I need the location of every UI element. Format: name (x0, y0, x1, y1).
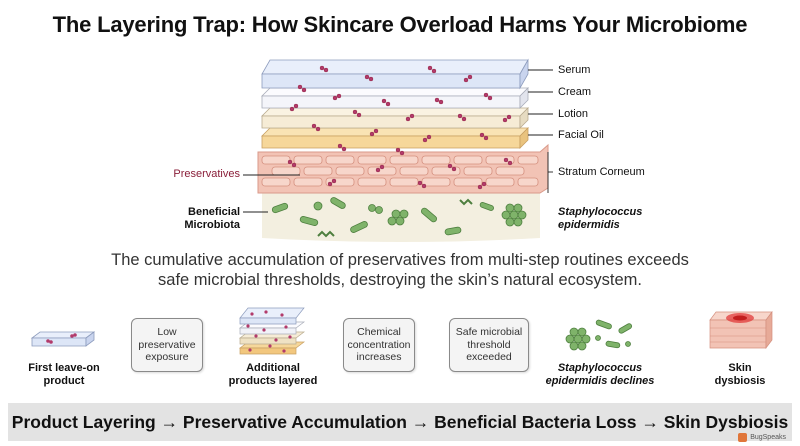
label-lotion: Lotion (558, 108, 588, 120)
step-low-exposure-line1: Low (157, 326, 177, 339)
skin-dysbiosis-icon (709, 310, 773, 350)
page-title: The Layering Trap: How Skincare Overload… (52, 12, 748, 37)
facial-oil-layer (261, 127, 529, 149)
label-cream: Cream (558, 86, 592, 98)
step-threshold-line2: threshold (467, 338, 511, 351)
bottom-banner: Product Layering → Preservative Accumula… (8, 403, 792, 441)
leader-lines (243, 69, 553, 213)
step-additional-line2: products layered (228, 375, 318, 387)
step-dysbiosis-line2: dysbiosis (714, 375, 766, 387)
brand-logo-icon (738, 433, 748, 442)
brand-mark: BugSpeaks (738, 433, 786, 442)
step-first-product-line1: First leave-on (28, 362, 100, 374)
step-low-exposure-line2: preservative (138, 338, 196, 351)
label-stratum-corneum: Stratum Corneum (558, 166, 645, 178)
step-staph-line1: Staphylococcus (557, 362, 643, 374)
bacteria-cluster-icon (565, 319, 633, 351)
label-serum: Serum (558, 64, 591, 76)
single-layer-icon (30, 331, 96, 347)
step-staph-declines: Staphylococcus epidermidis declines (540, 362, 660, 388)
description-line2: safe microbial thresholds, destroying th… (158, 271, 642, 289)
step-staph-line2: epidermidis declines (545, 375, 655, 387)
step-skin-dysbiosis: Skin dysbiosis (700, 362, 780, 388)
step-additional-line1: Additional (246, 362, 300, 374)
label-beneficial-line1: Beneficial (188, 206, 240, 218)
label-facial-oil: Facial Oil (558, 129, 604, 141)
step-low-exposure-line3: exposure (145, 351, 189, 364)
skin-layer-diagram (243, 58, 553, 242)
label-staph-line1: Staphylococcus (558, 206, 643, 218)
lotion-layer (261, 107, 529, 129)
cream-layer (261, 87, 529, 109)
step-chemical-line1: Chemical (357, 326, 401, 339)
label-preservatives: Preservatives (173, 168, 240, 180)
step-first-product: First leave-on product (14, 362, 114, 388)
step-additional-products: Additional products layered (218, 362, 328, 388)
beneficial-bacteria (271, 197, 527, 238)
stratum-corneum-block (257, 143, 549, 194)
label-staphylococcus: Staphylococcus epidermidis (558, 206, 642, 232)
description-line1: The cumulative accumulation of preservat… (111, 251, 689, 269)
stacked-layers-icon (238, 307, 306, 355)
step-threshold-line3: exceeded (466, 351, 512, 364)
step-threshold-line1: Safe microbial (455, 326, 523, 339)
step-first-product-line2: product (43, 375, 85, 387)
step-chemical-line3: increases (356, 351, 402, 364)
brand-name: BugSpeaks (750, 434, 786, 441)
description: The cumulative accumulation of preservat… (60, 250, 740, 290)
bottom-banner-text: Product Layering → Preservative Accumula… (11, 411, 789, 432)
step-dysbiosis-line1: Skin (728, 362, 752, 374)
preservative-molecules (287, 65, 513, 190)
step-threshold-box: Safe microbial threshold exceeded (449, 318, 529, 372)
step-low-exposure-box: Low preservative exposure (131, 318, 203, 372)
serum-layer (261, 58, 529, 90)
label-beneficial-microbiota: Beneficial Microbiota (170, 206, 240, 232)
label-staph-line2: epidermidis (558, 219, 620, 231)
label-beneficial-line2: Microbiota (184, 219, 240, 231)
step-chemical-line2: concentration (347, 338, 411, 351)
step-chemical-box: Chemical concentration increases (343, 318, 415, 372)
